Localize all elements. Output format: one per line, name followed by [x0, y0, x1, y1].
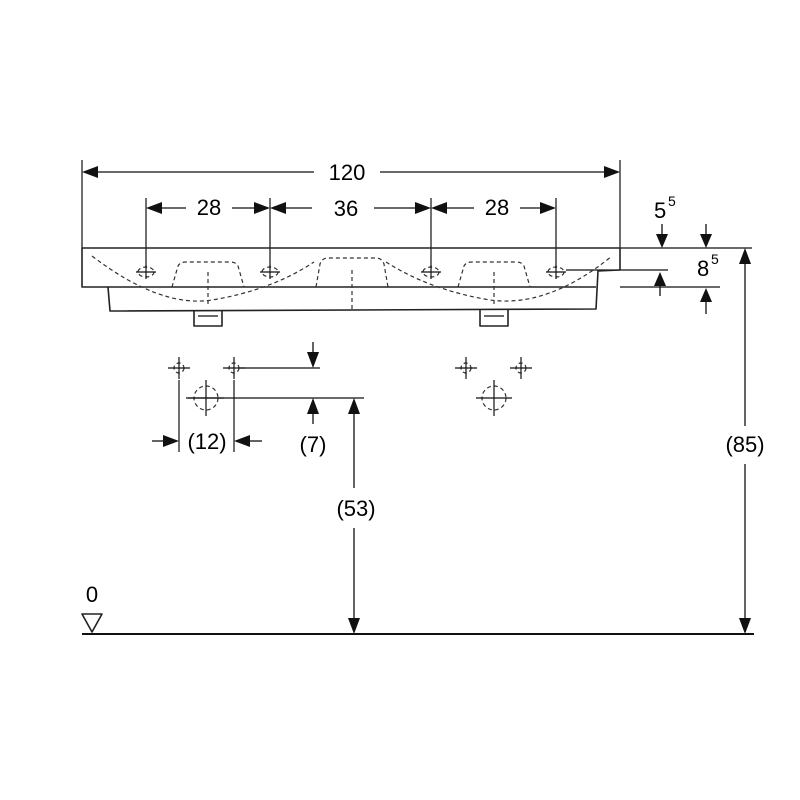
tap-hole-2: [260, 265, 280, 279]
dim-tap-spacing-label: (12): [187, 429, 226, 454]
dim-right-spacing-label: 28: [485, 195, 509, 220]
extension-lines: [81, 160, 752, 288]
left-drain: [193, 310, 223, 327]
left-water-connection-1: [168, 357, 190, 379]
dim-rim-thickness-exp: 5: [668, 193, 676, 209]
dim-left-spacing-label: 28: [197, 195, 221, 220]
dim-total-width-label: 120: [329, 160, 366, 185]
dim-spacing-chain: [146, 202, 556, 214]
floor-level-label: 0: [86, 582, 98, 607]
right-drain: [479, 310, 509, 327]
right-water-connection-2: [510, 357, 532, 379]
dim-drain-offset: [307, 342, 319, 424]
dim-drain-height: [348, 398, 360, 634]
tap-hole-4: [546, 265, 566, 279]
dim-center-spacing-label: 36: [334, 196, 358, 221]
dim-drain-offset-label: (7): [300, 432, 327, 457]
connection-plan: [168, 357, 532, 452]
left-bowl-recess: [171, 261, 245, 288]
dim-drain-height-label: (53): [336, 496, 375, 521]
tap-hole-3: [421, 265, 441, 279]
center-recess: [315, 257, 389, 288]
left-bowl-hidden: [91, 255, 315, 302]
dim-rim-thickness: [656, 224, 712, 248]
tap-hole-1: [136, 265, 156, 279]
dim-bowl-depth: [654, 272, 712, 314]
dim-rim-thickness-label: 5: [654, 198, 666, 223]
floor-line: [81, 613, 754, 635]
dim-bowl-depth-label: 8: [697, 256, 709, 281]
dim-total-height: [739, 248, 751, 634]
basin-outline: [81, 247, 621, 312]
double-basin: [81, 247, 621, 327]
dim-total-width: [82, 166, 620, 178]
right-bowl-hidden: [385, 255, 613, 302]
right-waste-connection: [476, 380, 512, 416]
dim-tap-spacing: [152, 435, 262, 447]
right-water-connection-1: [455, 357, 477, 379]
dim-total-height-label: (85): [725, 432, 764, 457]
right-bowl-recess: [457, 261, 531, 288]
dim-bowl-depth-exp: 5: [711, 251, 719, 267]
